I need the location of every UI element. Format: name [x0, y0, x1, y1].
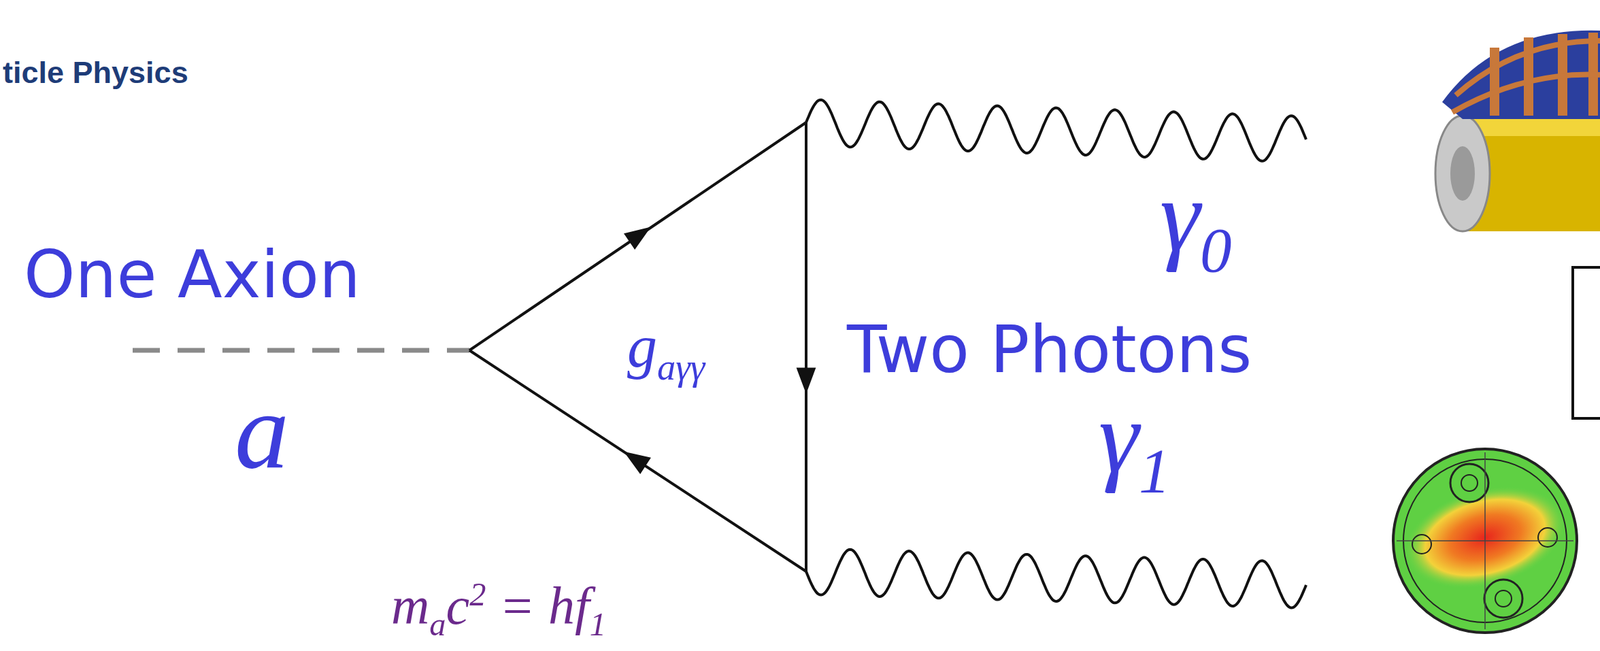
- fermion-arrows: [623, 227, 816, 475]
- photon-wave: [806, 549, 1307, 609]
- photon-wave: [806, 100, 1307, 162]
- photon-symbol: γ1: [1098, 380, 1171, 494]
- axion-dashed-line: [132, 348, 470, 354]
- photon-symbol: γ0: [1159, 159, 1232, 273]
- photon-waves: [806, 100, 1307, 609]
- energy-relation: mac2 = hf1: [391, 576, 607, 636]
- fermion-loop: [469, 122, 807, 572]
- particle-label: Two Photons: [846, 314, 1252, 387]
- cut-off-box: [1572, 267, 1600, 419]
- arrowhead: [796, 368, 817, 394]
- particle-label: One Axion: [23, 239, 361, 312]
- arrowhead: [623, 227, 652, 250]
- symbol-label: a: [234, 370, 290, 491]
- coupling-label: gaγγ: [627, 314, 705, 381]
- heading-fragment: ticle Physics: [2, 55, 189, 90]
- cavity-device-picture: [1435, 30, 1600, 232]
- field-map-picture: [1393, 448, 1577, 633]
- arrowhead: [623, 451, 652, 475]
